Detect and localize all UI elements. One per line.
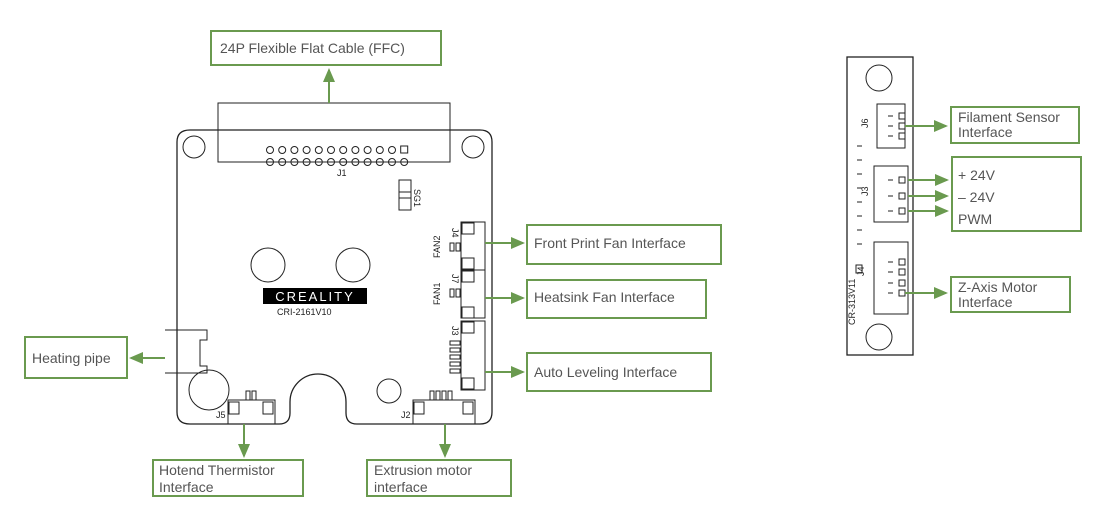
pin xyxy=(278,146,287,154)
creality-logo xyxy=(263,288,367,304)
j2-label: J2 xyxy=(401,410,411,420)
callout-heating-pipe: Heating pipe xyxy=(24,336,165,379)
j3-label: J3 xyxy=(450,326,460,336)
pin xyxy=(278,158,287,166)
pin xyxy=(898,112,906,120)
pin xyxy=(898,192,906,200)
pin xyxy=(266,158,274,166)
pin xyxy=(266,146,274,154)
mount-hole xyxy=(188,369,230,411)
pin xyxy=(290,158,299,166)
sub-board-model: CR-313V11 xyxy=(847,279,857,325)
heater-connector xyxy=(165,329,208,374)
callout-front-fan: Front Print Fan Interface xyxy=(485,224,722,265)
callout-power: + 24V – 24V PWM xyxy=(908,156,1082,232)
pin xyxy=(898,207,906,215)
pin xyxy=(375,146,384,154)
callout-z-axis: Z-Axis Motor Interface xyxy=(905,276,1071,313)
svg-text:Interface: Interface xyxy=(958,294,1013,310)
logo-text: CREALITY xyxy=(275,289,355,304)
pin xyxy=(363,146,372,154)
sub-j6-label: J6 xyxy=(860,118,870,128)
pin xyxy=(327,158,335,166)
callout-extrusion: Extrusion motor interface xyxy=(366,424,512,497)
j4-connector xyxy=(873,241,909,315)
callout-thermistor: Hotend Thermistor Interface xyxy=(152,424,304,497)
ffc-pins xyxy=(266,145,409,166)
pin xyxy=(351,146,360,154)
pin xyxy=(400,158,409,166)
fan1-label: FAN1 xyxy=(432,282,442,305)
fan2-label: FAN2 xyxy=(432,235,442,258)
pin xyxy=(898,176,906,184)
svg-text:24P Flexible Flat Cable (FFC): 24P Flexible Flat Cable (FFC) xyxy=(220,40,405,56)
svg-text:Auto Leveling Interface: Auto Leveling Interface xyxy=(534,364,677,380)
pin xyxy=(314,146,323,154)
board-model: CRI-2161V10 xyxy=(277,307,332,317)
sg1-label: SG1 xyxy=(412,189,422,207)
svg-text:Extrusion motor: Extrusion motor xyxy=(374,462,472,478)
j1-label: J1 xyxy=(337,168,347,178)
pin xyxy=(388,146,396,154)
callout-heatsink-fan: Heatsink Fan Interface xyxy=(485,279,707,319)
pin xyxy=(898,279,906,287)
pin-1 xyxy=(400,145,409,154)
pin xyxy=(363,158,372,166)
mount-hole xyxy=(376,378,402,404)
mount-hole xyxy=(865,323,893,351)
callout-ffc: 24P Flexible Flat Cable (FFC) xyxy=(210,30,442,103)
svg-text:PWM: PWM xyxy=(958,211,992,227)
pin xyxy=(898,258,906,266)
mount-hole xyxy=(335,247,371,283)
pin xyxy=(375,158,384,166)
pin xyxy=(351,158,360,166)
j3-connector xyxy=(460,320,486,391)
svg-text:Hotend Thermistor: Hotend Thermistor xyxy=(159,462,275,478)
mount-hole xyxy=(461,135,485,159)
pin xyxy=(314,158,323,166)
pin xyxy=(388,158,396,166)
svg-text:interface: interface xyxy=(374,479,428,495)
svg-text:Z-Axis Motor: Z-Axis Motor xyxy=(958,279,1038,295)
pin xyxy=(302,146,311,154)
sub-board: J6 J3 J4 CR-313V11 xyxy=(846,56,914,356)
callout-filament: Filament Sensor Interface xyxy=(905,106,1080,144)
pin xyxy=(339,146,348,154)
svg-text:Heatsink Fan Interface: Heatsink Fan Interface xyxy=(534,289,675,305)
pin xyxy=(898,132,906,140)
pin xyxy=(339,158,348,166)
j3-connector xyxy=(873,165,909,223)
pin xyxy=(898,268,906,276)
svg-text:Heating pipe: Heating pipe xyxy=(32,350,111,366)
j7-label: J7 xyxy=(450,274,460,284)
sub-j4-label: J4 xyxy=(856,266,866,276)
svg-text:Front Print Fan Interface: Front Print Fan Interface xyxy=(534,235,686,251)
pin xyxy=(290,146,299,154)
j5-label: J5 xyxy=(216,410,226,420)
mount-hole xyxy=(182,135,206,159)
mount-hole xyxy=(250,247,286,283)
svg-text:Filament Sensor: Filament Sensor xyxy=(958,109,1060,125)
svg-text:Interface: Interface xyxy=(159,479,214,495)
pin xyxy=(327,146,335,154)
callout-auto-leveling: Auto Leveling Interface xyxy=(485,352,712,392)
j4-label: J4 xyxy=(450,228,460,238)
main-board: J1 SG1 CREALITY CRI-2161V10 FAN2 FAN1 J4… xyxy=(165,102,493,425)
sg1-component xyxy=(398,179,412,211)
sub-j3-label: J3 xyxy=(860,186,870,196)
svg-text:+ 24V: + 24V xyxy=(958,167,996,183)
svg-text:– 24V: – 24V xyxy=(958,189,995,205)
pin xyxy=(302,158,311,166)
mount-hole xyxy=(865,64,893,92)
svg-text:Interface: Interface xyxy=(958,124,1013,140)
